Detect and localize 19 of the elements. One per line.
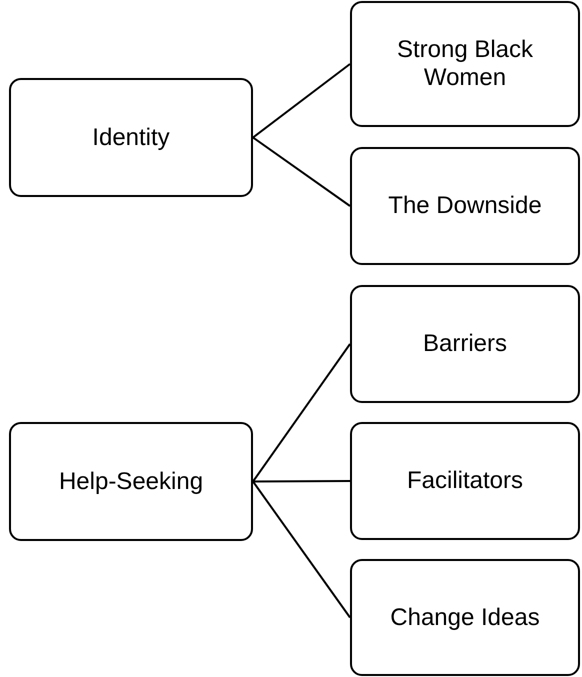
rounded-box	[350, 285, 580, 403]
connector-line	[252, 343, 351, 482]
box-label: Strong Black Women	[396, 36, 534, 92]
box-label: Change Ideas	[390, 604, 540, 632]
box-label: Help-Seeking	[58, 468, 204, 496]
box-label: Identity	[92, 124, 170, 152]
box-label: The Downside	[388, 192, 542, 220]
box-label: Facilitators	[406, 467, 524, 495]
rounded-box	[350, 147, 580, 265]
connector-line	[252, 136, 351, 207]
rounded-box	[350, 559, 580, 676]
rounded-box	[9, 422, 253, 541]
rounded-box	[9, 78, 253, 197]
rounded-box	[350, 422, 580, 540]
rounded-box	[350, 1, 580, 127]
connector-line	[252, 480, 351, 618]
box-label: Barriers	[422, 330, 507, 358]
connector-line	[252, 63, 351, 138]
connector-line	[253, 480, 350, 482]
